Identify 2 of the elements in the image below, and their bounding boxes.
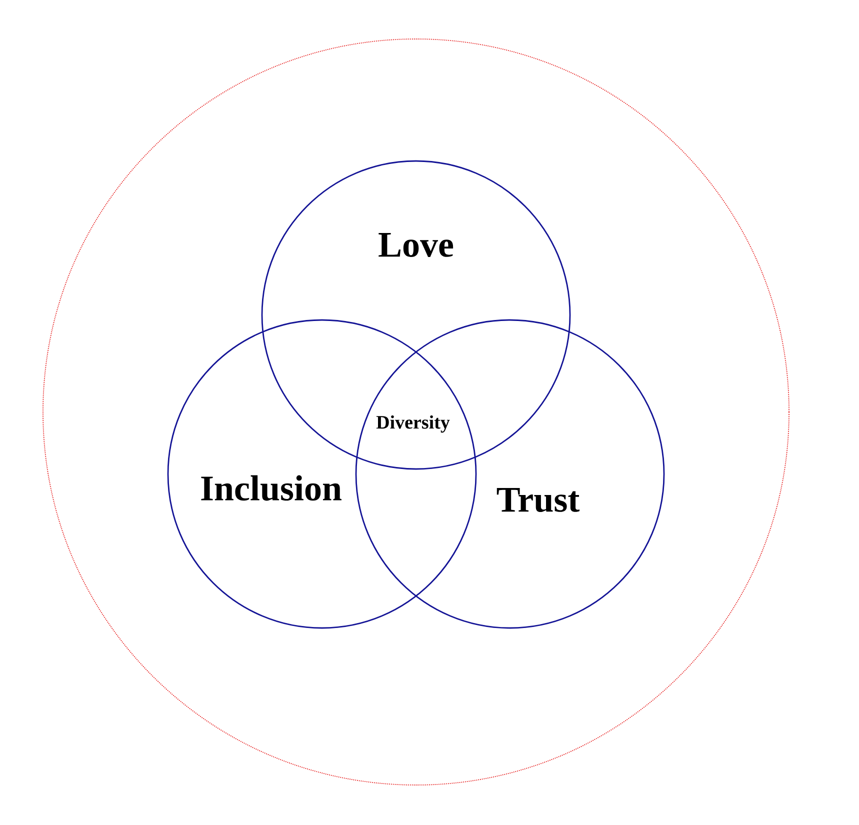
overlap-label: Diversity <box>376 415 450 433</box>
outer-circle <box>42 38 790 786</box>
